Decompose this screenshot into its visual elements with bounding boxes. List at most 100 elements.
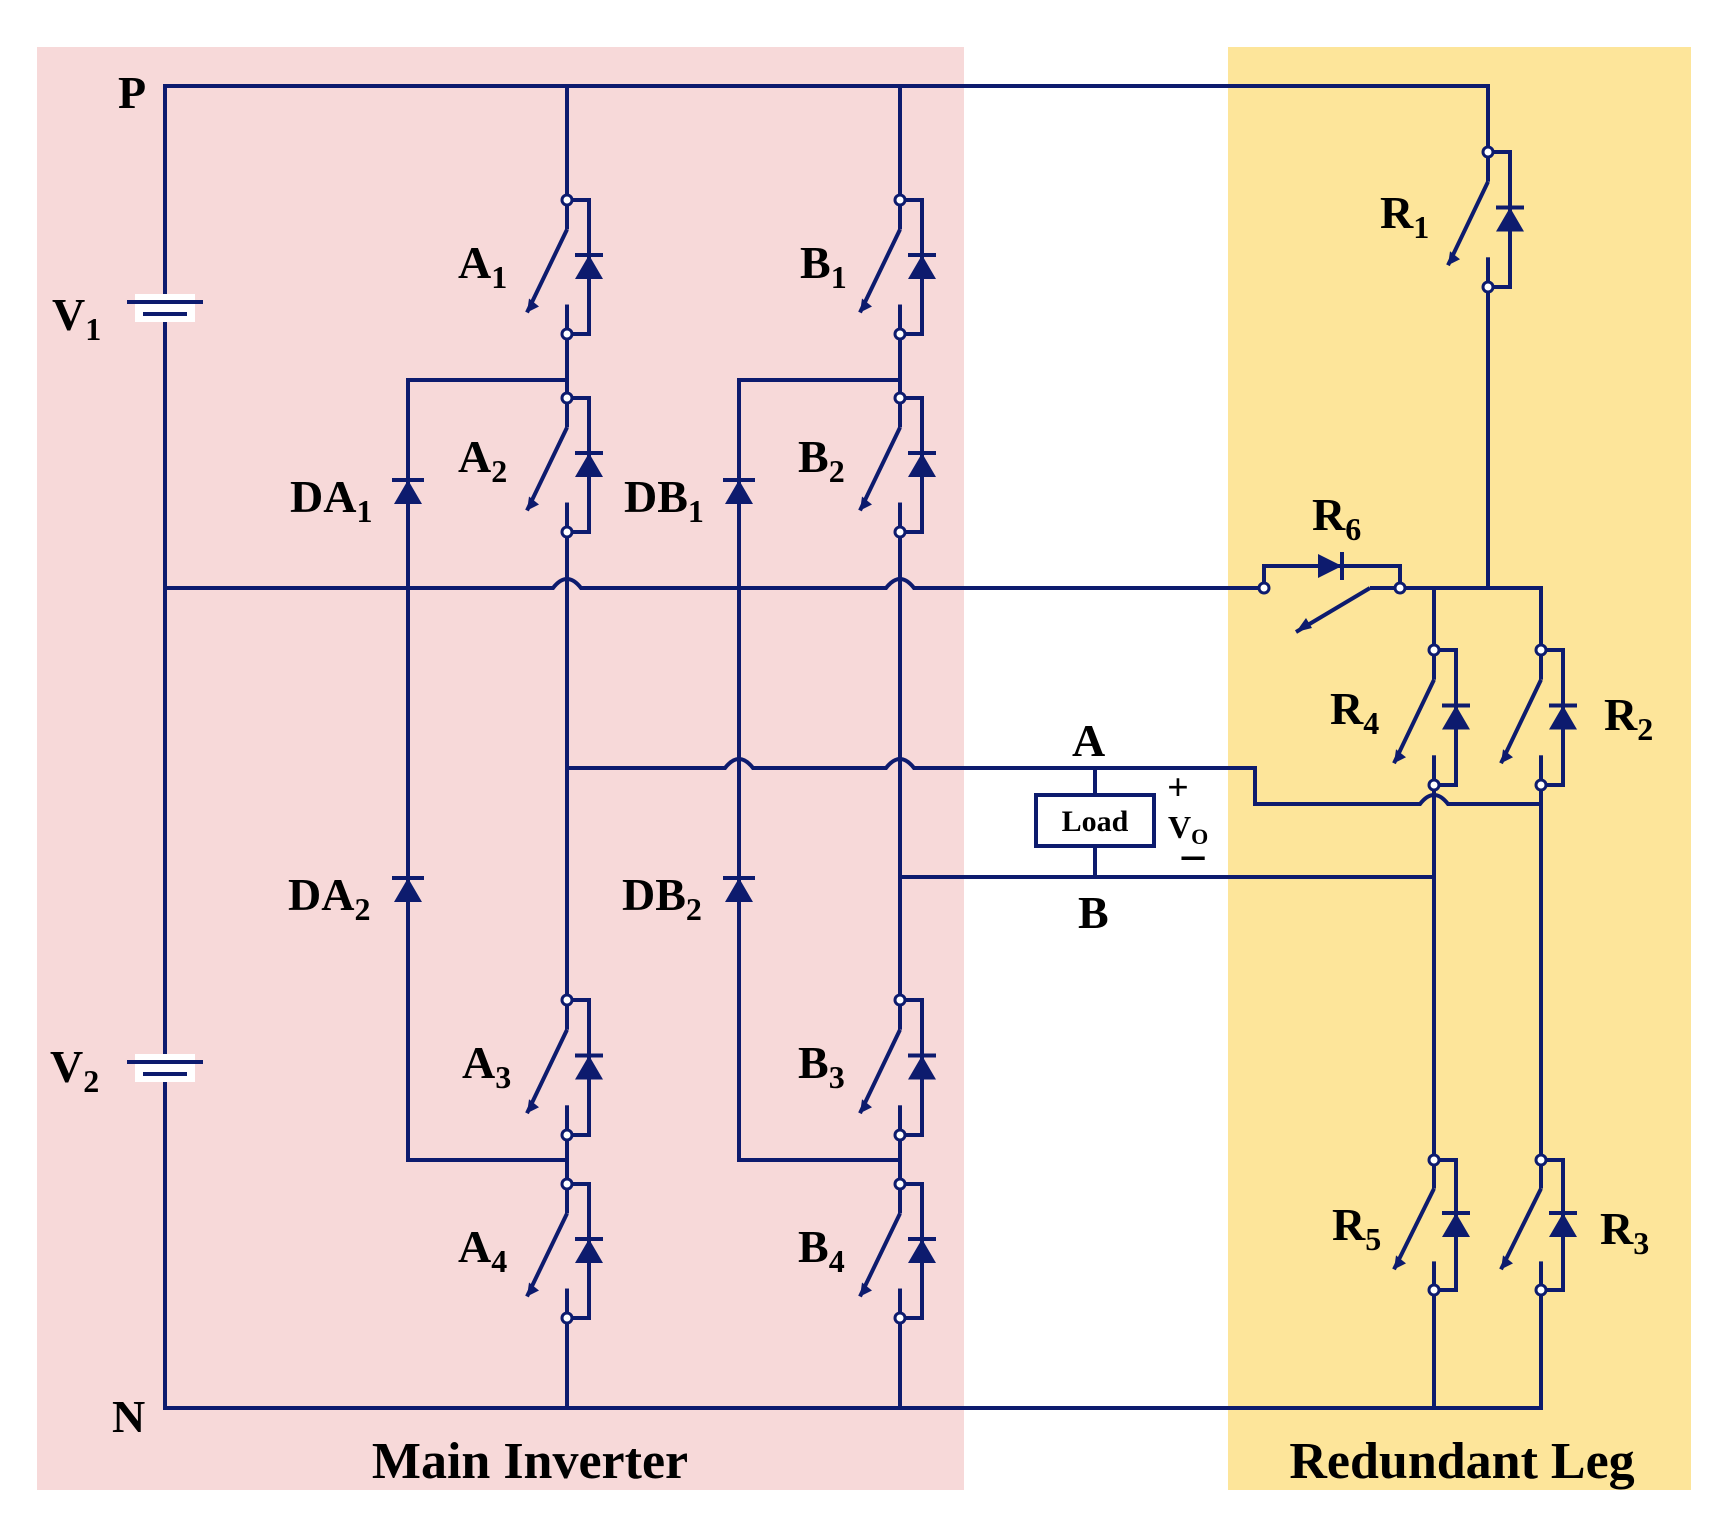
terminal-dot <box>1534 643 1548 657</box>
diode-triangle <box>1549 705 1577 730</box>
switch-r6 <box>1257 552 1407 634</box>
switch-blade <box>1392 678 1436 765</box>
main-inverter-title: Main Inverter <box>372 1433 688 1490</box>
switch-blade <box>525 1028 569 1115</box>
components <box>127 145 1577 1325</box>
terminal-dot <box>1393 581 1407 595</box>
switch-b1 <box>858 193 936 341</box>
switch-arrow <box>860 1099 872 1114</box>
switch-blade <box>1499 1187 1543 1271</box>
terminal-dot <box>1481 280 1495 294</box>
source-label-v1: V1 <box>52 289 101 347</box>
terminal-dot <box>893 525 907 539</box>
switch-blade <box>525 426 569 512</box>
switch-label-b1: B1 <box>800 237 847 295</box>
diode-triangle <box>575 1239 603 1263</box>
switch-blade <box>525 1212 569 1298</box>
switch-blade <box>1446 180 1490 267</box>
diode-label-db1: DB1 <box>624 471 704 529</box>
terminal-dot <box>1534 1283 1548 1297</box>
load-box <box>1034 793 1156 848</box>
terminal-dot <box>560 193 574 207</box>
p-rail <box>163 84 1490 154</box>
switch-arrow <box>1501 1255 1513 1270</box>
terminal-dot <box>1427 643 1441 657</box>
diode-triangle <box>1442 1213 1470 1237</box>
diode-db1 <box>723 478 755 504</box>
terminal-dot <box>1257 581 1271 595</box>
switch-blade <box>525 228 569 314</box>
switch-blade <box>858 1028 902 1115</box>
switch-arrow <box>527 1282 539 1297</box>
diode-triangle <box>1318 554 1342 578</box>
battery-v2 <box>127 1054 203 1082</box>
diode-label-da1: DA1 <box>290 471 372 529</box>
switch-r4 <box>1392 643 1470 792</box>
diode-triangle <box>1549 1213 1577 1237</box>
switch-arrow <box>1448 251 1460 266</box>
diode-triangle <box>575 1055 603 1080</box>
switch-label-b2: B2 <box>798 431 845 489</box>
switch-label-a4: A4 <box>458 1221 507 1279</box>
battery-gap <box>135 1054 195 1082</box>
terminal-dot <box>1427 1283 1441 1297</box>
switch-arrow <box>860 496 872 511</box>
switch-arrow <box>527 496 539 511</box>
vo-plus-sign: + <box>1167 767 1189 809</box>
switch-arrow <box>1394 749 1406 764</box>
switch-b4 <box>858 1177 936 1325</box>
switch-label-r1: R1 <box>1380 187 1429 245</box>
switch-label-a3: A3 <box>462 1037 511 1095</box>
terminal-dot <box>560 1128 574 1142</box>
switch-label-b3: B3 <box>798 1037 845 1095</box>
switch-arrow <box>1394 1255 1406 1270</box>
switch-a1 <box>525 193 603 341</box>
wiring <box>163 84 1543 1410</box>
diode-triangle <box>575 255 603 279</box>
terminal-dot <box>560 391 574 405</box>
load-label: Load <box>1062 805 1129 838</box>
terminal-dot <box>893 1311 907 1325</box>
terminal-dot <box>893 1128 907 1142</box>
vo-minus-sign: − <box>1179 830 1208 886</box>
battery-gap <box>135 294 195 322</box>
clamp-a <box>406 378 569 1162</box>
switch-b3 <box>858 993 936 1142</box>
terminal-dot <box>893 1177 907 1191</box>
switch-label-a2: A2 <box>458 431 507 489</box>
diode-da2 <box>392 876 424 902</box>
diode-label-da2: DA2 <box>288 869 370 927</box>
terminal-dot <box>1534 778 1548 792</box>
diode-triangle <box>1496 207 1524 232</box>
terminal-dot <box>560 327 574 341</box>
switch-blade <box>858 228 902 314</box>
switch-r3 <box>1499 1153 1577 1297</box>
node-label-n: N <box>112 1391 145 1442</box>
diode-da1 <box>392 478 424 504</box>
switch-blade <box>858 1212 902 1298</box>
diode-triangle <box>575 453 603 477</box>
node-label-p: P <box>118 67 146 118</box>
switch-label-r5: R5 <box>1332 1199 1381 1257</box>
diode-triangle <box>394 878 422 902</box>
terminal-dot <box>1427 778 1441 792</box>
switch-label-r2: R2 <box>1604 689 1653 747</box>
diode-triangle <box>394 480 422 504</box>
terminal-dot <box>1427 1153 1441 1167</box>
switch-arrow <box>1296 618 1312 632</box>
redundant-leg-title: Redundant Leg <box>1289 1433 1634 1490</box>
diode-triangle <box>725 878 753 902</box>
switch-arrow <box>860 1282 872 1297</box>
switch-arrow <box>527 298 539 313</box>
switch-blade <box>1499 678 1543 765</box>
switch-label-b4: B4 <box>798 1221 845 1279</box>
terminal-dot <box>560 1177 574 1191</box>
terminal-dot <box>1534 1153 1548 1167</box>
diode-triangle <box>908 255 936 279</box>
diode-triangle <box>908 1239 936 1263</box>
redundant-leg-region <box>1228 47 1691 1490</box>
terminal-dot <box>893 391 907 405</box>
r-top-node <box>1398 586 1543 652</box>
switch-b2 <box>858 391 936 539</box>
